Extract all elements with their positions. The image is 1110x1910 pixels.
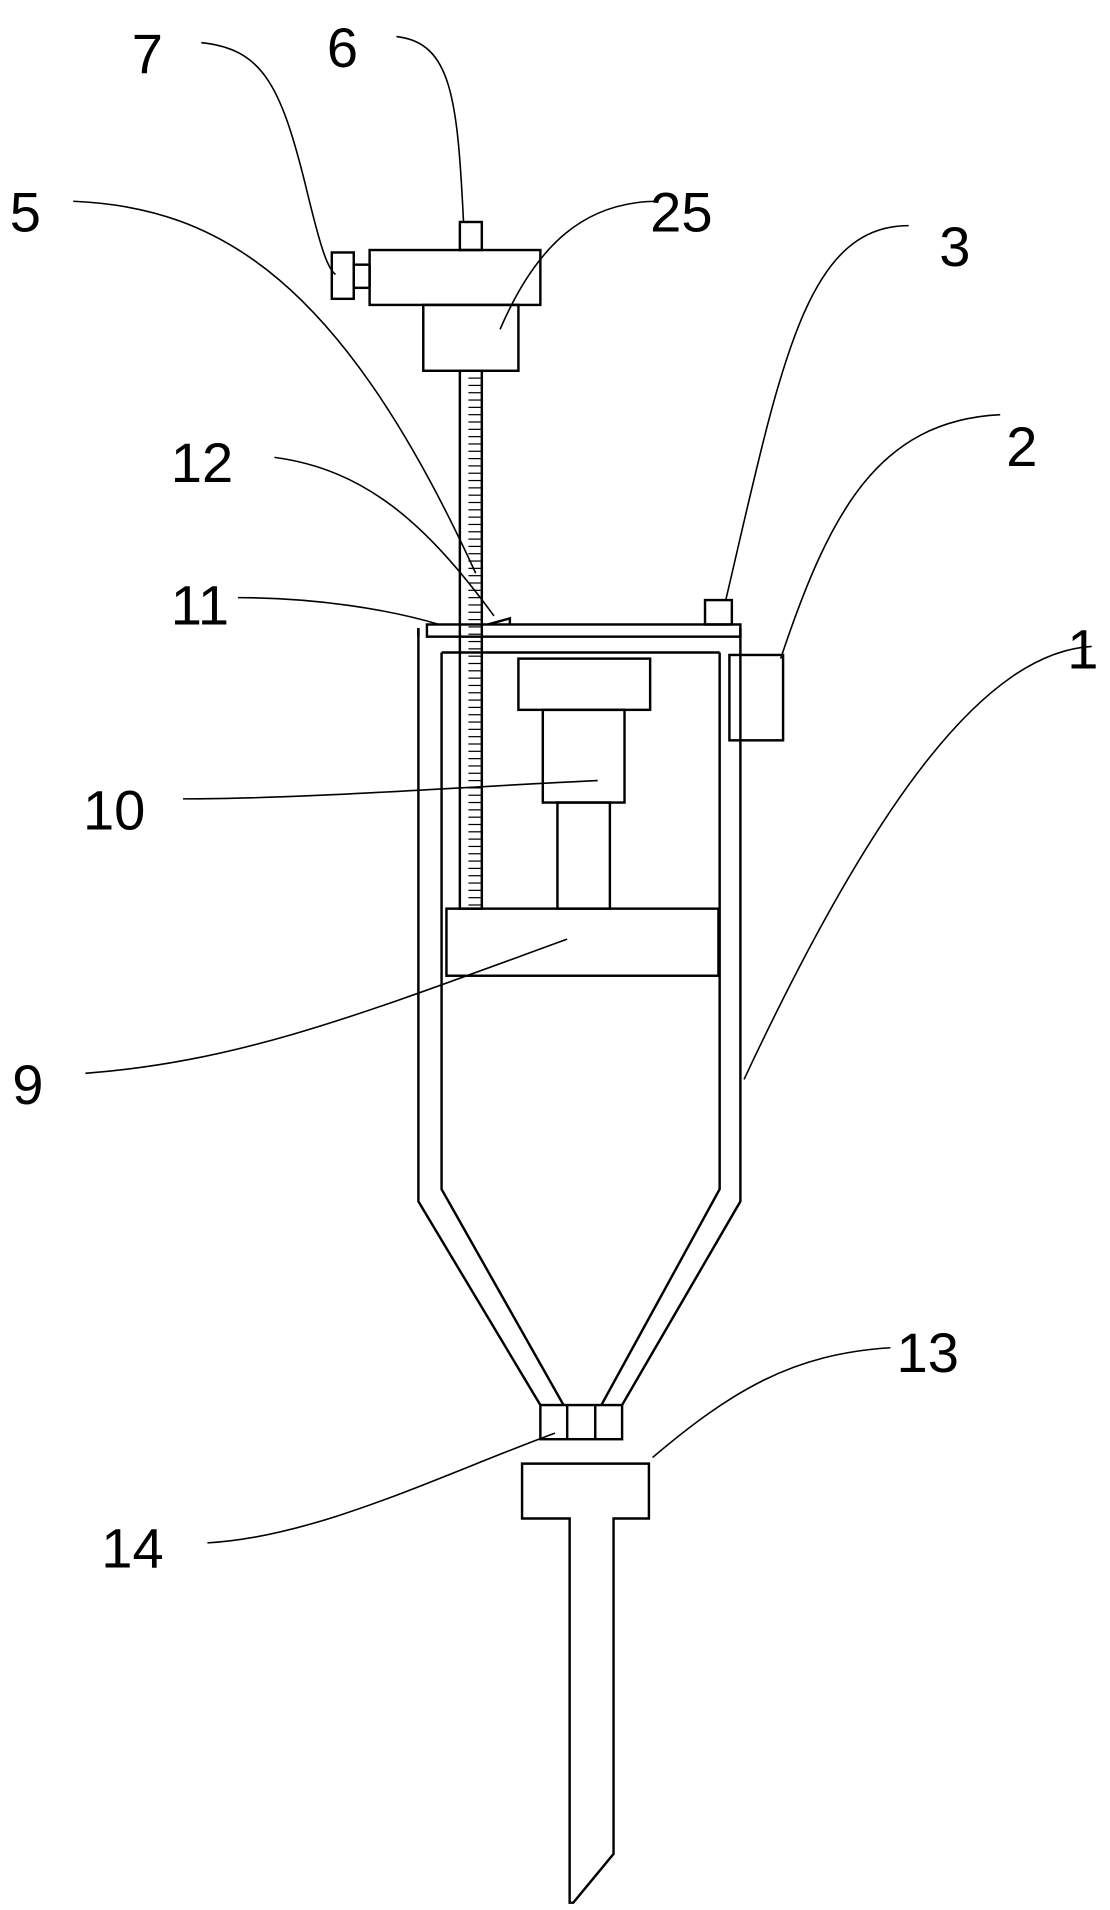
part-25-block <box>423 305 518 371</box>
part-2 <box>729 655 783 740</box>
part-6-top-stub <box>460 222 482 250</box>
label-11: 11 <box>171 573 229 636</box>
top-assembly <box>332 222 541 371</box>
outer-wall <box>418 628 740 1405</box>
label-7: 7 <box>132 22 163 85</box>
label-3: 3 <box>939 215 970 278</box>
part-9-piston <box>446 909 718 976</box>
part-7-connector <box>354 265 370 288</box>
label-12: 12 <box>171 431 233 494</box>
label-9: 9 <box>12 1053 43 1116</box>
label-1: 1 <box>1067 617 1098 680</box>
part-13-needle <box>522 1464 649 1903</box>
container-body <box>418 600 783 1405</box>
inner-wall <box>442 653 720 1406</box>
label-5: 5 <box>10 181 41 244</box>
part-3 <box>705 600 732 624</box>
label-6: 6 <box>327 16 358 79</box>
part-number-labels: 7 6 5 25 3 2 1 12 11 10 9 13 14 <box>10 16 1099 1579</box>
label-13: 13 <box>897 1321 959 1384</box>
part-top-housing <box>370 250 541 305</box>
part-7-knob <box>332 252 354 298</box>
label-10: 10 <box>83 778 145 841</box>
label-14: 14 <box>101 1516 163 1579</box>
label-2: 2 <box>1006 415 1037 478</box>
label-25: 25 <box>650 181 712 244</box>
screw-rod <box>460 371 482 909</box>
